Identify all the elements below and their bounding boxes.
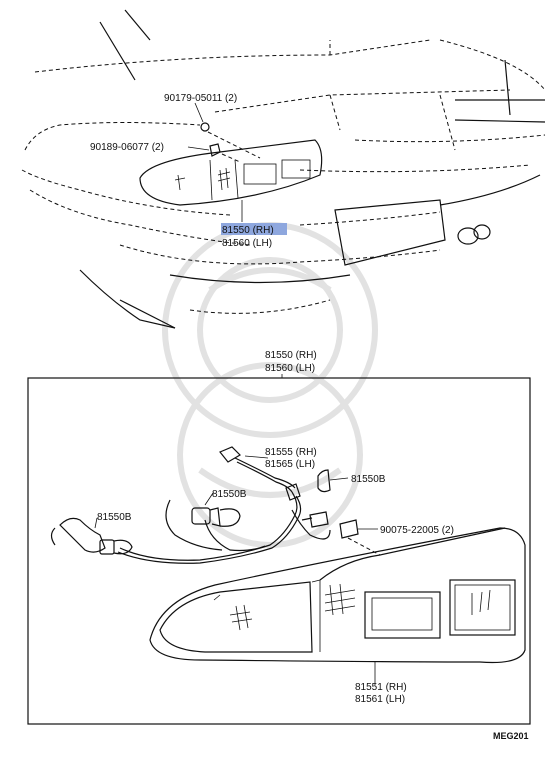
- screw-icon: [200, 122, 210, 132]
- label-upper-clip: 90189-06077 (2): [90, 142, 164, 153]
- label-lens-rh: 81551 (RH): [355, 682, 407, 693]
- label-gasket-clip: 90075-22005 (2): [380, 525, 454, 536]
- label-bulb-a: 81550B: [351, 474, 386, 485]
- watermark-emblem: [162, 222, 378, 548]
- label-box-title-rh: 81550 (RH): [265, 350, 317, 361]
- clip-icon: [209, 143, 221, 157]
- part-number-highlight: [221, 223, 287, 235]
- car-rear-view: [21, 9, 546, 329]
- label-socket-rh: 81555 (RH): [265, 447, 317, 458]
- label-box-title-lh: 81560 (LH): [265, 363, 315, 374]
- label-lamp-assy-lh[interactable]: 81560 (LH): [222, 238, 272, 249]
- exploded-lamp-assembly: [50, 446, 526, 685]
- label-upper-screw: 90179-05011 (2): [164, 93, 237, 104]
- label-lamp-assy-rh[interactable]: 81550 (RH): [222, 225, 274, 236]
- label-bulb-b: 81550B: [212, 489, 247, 500]
- label-lens-lh: 81561 (LH): [355, 694, 405, 705]
- label-bulb-c: 81550B: [97, 512, 132, 523]
- exploded-view-frame: [27, 377, 531, 725]
- figure-code: MEG201: [493, 731, 529, 741]
- label-socket-lh: 81565 (LH): [265, 459, 315, 470]
